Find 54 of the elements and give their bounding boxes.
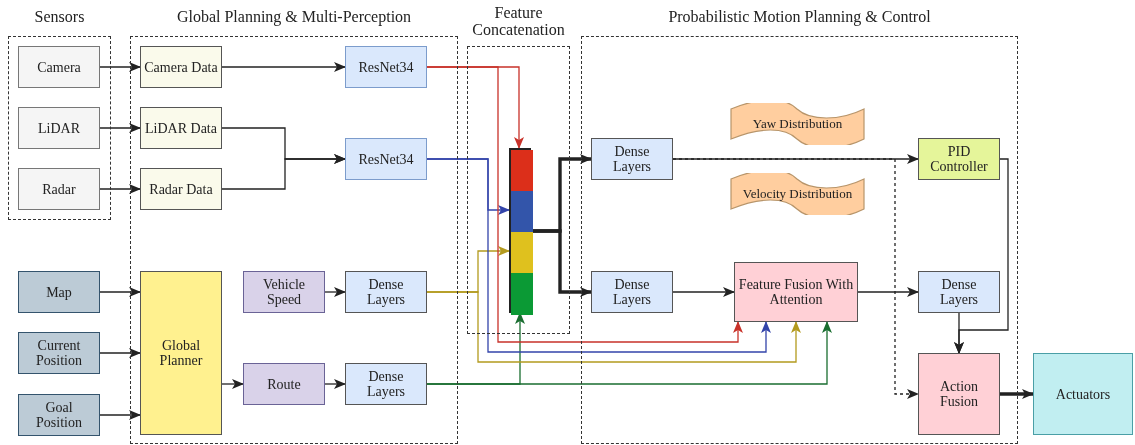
process-box: Goal Position <box>18 394 100 436</box>
process-box: Current Position <box>18 332 100 374</box>
arrow <box>221 62 346 72</box>
group-title: Feature Concatenation <box>471 4 566 38</box>
arrow <box>99 287 141 297</box>
process-box: PID Controller <box>918 138 1000 180</box>
arrow <box>99 123 141 133</box>
wave-banner: Velocity Distribution <box>730 173 865 215</box>
arrow <box>426 291 801 363</box>
dashed-arrow <box>672 158 919 399</box>
arrow <box>672 287 735 297</box>
process-box: Dense Layers <box>918 271 1000 313</box>
arrow <box>99 62 141 72</box>
process-box: LiDAR <box>18 107 100 149</box>
process-box: Radar <box>18 168 100 210</box>
process-box: Camera Data <box>140 46 222 88</box>
bar-segment <box>511 232 533 273</box>
process-box: Route <box>243 363 325 405</box>
group-title: Sensors <box>33 8 86 25</box>
process-box: Action Fusion <box>918 353 1000 435</box>
bar-segment <box>511 273 533 315</box>
process-box: Radar Data <box>140 168 222 210</box>
arrow <box>221 379 244 389</box>
process-box: Global Planner <box>140 271 222 435</box>
bar-segment <box>511 191 533 232</box>
bar-segment <box>511 150 533 191</box>
process-box: Vehicle Speed <box>243 271 325 313</box>
arrow <box>221 154 346 190</box>
arrow <box>99 184 141 194</box>
arrow <box>857 287 919 297</box>
arrow <box>324 379 346 389</box>
process-box: Map <box>18 271 100 313</box>
group-title: Global Planning & Multi-Perception <box>175 8 413 25</box>
process-box: Dense Layers <box>345 363 427 405</box>
arrow <box>426 66 743 343</box>
arrow <box>1000 389 1034 399</box>
arrow <box>954 158 1009 354</box>
process-box: Feature Fusion With Attention <box>734 262 858 322</box>
process-box: Dense Layers <box>591 271 673 313</box>
feature-bar <box>509 148 531 313</box>
process-box: Dense Layers <box>345 271 427 313</box>
process-box: ResNet34 <box>345 138 427 180</box>
process-box: Actuators <box>1033 353 1133 435</box>
arrow <box>99 348 141 358</box>
wave-banner: Yaw Distribution <box>730 103 865 145</box>
arrow <box>99 410 141 420</box>
process-box: ResNet34 <box>345 46 427 88</box>
process-box: Dense Layers <box>591 138 673 180</box>
arrow <box>426 321 832 385</box>
arrow <box>324 287 346 297</box>
process-box: LiDAR Data <box>140 107 222 149</box>
process-box: Camera <box>18 46 100 88</box>
arrow <box>426 158 771 353</box>
group-title: Probabilistic Motion Planning & Control <box>667 8 932 25</box>
